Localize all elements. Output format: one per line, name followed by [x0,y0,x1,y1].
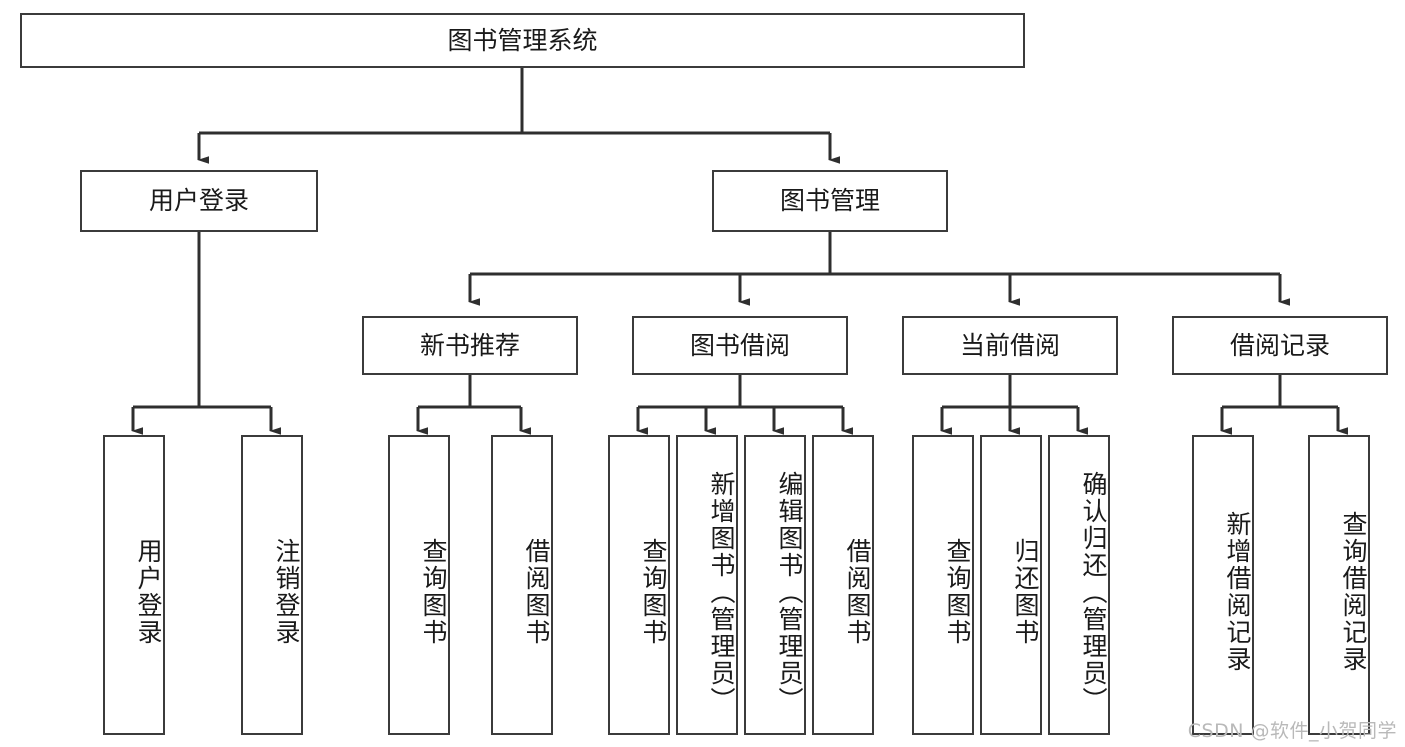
node-user-login-label: 用户登录 [148,186,249,216]
leaf-label: 编辑图书（管理员） [775,470,804,714]
watermark: CSDN @软件_小贺同学 [1187,720,1397,742]
leaf-label: 用户登录 [134,538,163,646]
node-new-book-recommend-label: 新书推荐 [419,330,520,360]
leaf-user-login-login[interactable]: 用户登录 [103,435,165,735]
leaf-label: 查询借阅记录 [1339,511,1368,673]
leaf-borrow-add-book[interactable]: 新增图书（管理员） [676,435,738,735]
leaf-label: 借阅图书 [843,538,872,646]
node-user-login[interactable]: 用户登录 [80,170,318,232]
leaf-label: 查询图书 [419,538,448,646]
leaf-label: 借阅图书 [522,538,551,646]
leaf-current-query-book[interactable]: 查询图书 [912,435,974,735]
leaf-borrow-query-book[interactable]: 查询图书 [608,435,670,735]
node-root[interactable]: 图书管理系统 [20,13,1025,68]
leaf-current-confirm-return[interactable]: 确认归还（管理员） [1048,435,1110,735]
leaf-record-query-record[interactable]: 查询借阅记录 [1308,435,1370,735]
node-root-label: 图书管理系统 [447,25,598,55]
leaf-recommend-borrow-book[interactable]: 借阅图书 [491,435,553,735]
leaf-label: 归还图书 [1011,538,1040,646]
node-borrow-record[interactable]: 借阅记录 [1172,316,1388,375]
leaf-record-add-record[interactable]: 新增借阅记录 [1192,435,1254,735]
node-new-book-recommend[interactable]: 新书推荐 [362,316,578,375]
leaf-label: 新增借阅记录 [1223,511,1252,673]
leaf-label: 注销登录 [272,538,301,646]
leaf-recommend-query-book[interactable]: 查询图书 [388,435,450,735]
node-book-management[interactable]: 图书管理 [712,170,948,232]
leaf-label: 新增图书（管理员） [707,470,736,714]
leaf-label: 查询图书 [943,538,972,646]
leaf-borrow-edit-book[interactable]: 编辑图书（管理员） [744,435,806,735]
node-current-borrow[interactable]: 当前借阅 [902,316,1118,375]
leaf-user-login-logout[interactable]: 注销登录 [241,435,303,735]
node-book-borrow[interactable]: 图书借阅 [632,316,848,375]
node-current-borrow-label: 当前借阅 [959,330,1060,360]
leaf-label: 查询图书 [639,538,668,646]
node-book-management-label: 图书管理 [779,186,880,216]
node-borrow-record-label: 借阅记录 [1229,330,1330,360]
leaf-borrow-borrow-book[interactable]: 借阅图书 [812,435,874,735]
node-book-borrow-label: 图书借阅 [689,330,790,360]
leaf-current-return-book[interactable]: 归还图书 [980,435,1042,735]
leaf-label: 确认归还（管理员） [1079,470,1108,714]
